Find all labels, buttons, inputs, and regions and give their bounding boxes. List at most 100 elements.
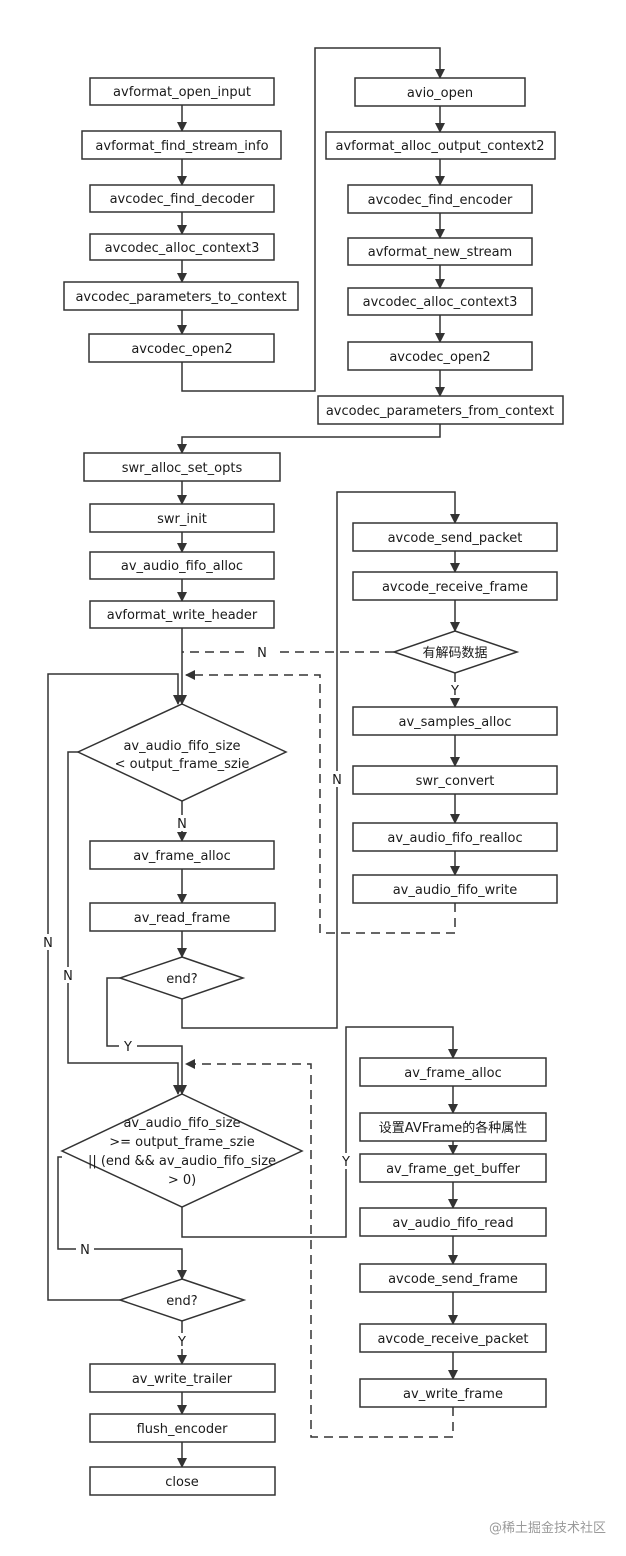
node-set-avframe-props: 设置AVFrame的各种属性: [359, 1112, 547, 1142]
node-av-frame-get-buffer: av_frame_get_buffer: [359, 1153, 547, 1183]
svg-text:> 0): > 0): [168, 1173, 196, 1188]
node-avformat-new-stream: avformat_new_stream: [347, 237, 533, 266]
node-avcode-receive-frame: avcode_receive_frame: [352, 571, 558, 601]
edge-label-fifo1-no: N: [177, 817, 187, 832]
decision-has-decoded-data: 有解码数据: [391, 630, 520, 674]
node-av-read-frame: av_read_frame: [89, 902, 276, 932]
edge-write-frame-loop-back: [185, 1059, 454, 1438]
svg-text:avformat_open_input: avformat_open_input: [113, 85, 251, 100]
svg-text:end?: end?: [166, 972, 197, 987]
node-avcode-receive-packet: avcode_receive_packet: [359, 1323, 547, 1353]
node-av-frame-alloc-read: av_frame_alloc: [89, 840, 275, 870]
edge-label-loop-outer-no: N: [43, 936, 53, 951]
svg-text:close: close: [165, 1475, 198, 1490]
edge-label-header-no-data: N: [257, 646, 267, 661]
svg-text:avcode_send_frame: avcode_send_frame: [388, 1272, 518, 1287]
decision-end-check-2: end?: [117, 1278, 247, 1322]
svg-text:avcodec_find_encoder: avcodec_find_encoder: [368, 193, 513, 208]
svg-text:avcode_receive_packet: avcode_receive_packet: [377, 1332, 528, 1347]
svg-text:avformat_new_stream: avformat_new_stream: [368, 245, 512, 260]
node-avcode-send-frame: avcode_send_frame: [359, 1263, 547, 1293]
node-swr-alloc-set-opts: swr_alloc_set_opts: [83, 452, 281, 482]
edge-label-fifo2-yes: Y: [341, 1155, 350, 1170]
svg-text:avformat_write_header: avformat_write_header: [107, 608, 258, 623]
svg-text:|| (end && av_audio_fifo_size: || (end && av_audio_fifo_size: [88, 1154, 276, 1169]
svg-text:avcodec_find_decoder: avcodec_find_decoder: [110, 192, 255, 207]
svg-text:avcode_send_packet: avcode_send_packet: [388, 531, 523, 546]
node-swr-convert: swr_convert: [352, 765, 558, 795]
node-av-audio-fifo-realloc: av_audio_fifo_realloc: [352, 822, 558, 852]
svg-text:avcodec_alloc_context3: avcodec_alloc_context3: [105, 241, 260, 256]
svg-text:av_frame_get_buffer: av_frame_get_buffer: [386, 1162, 521, 1177]
node-avcodec-parameters-to-context: avcodec_parameters_to_context: [63, 281, 299, 311]
watermark: @稀土掘金技术社区: [489, 1520, 606, 1536]
node-av-write-trailer: av_write_trailer: [89, 1363, 276, 1393]
decision-end-check-1: end?: [117, 956, 246, 1000]
edge-params-from-context-to-swr-alloc: [177, 424, 441, 454]
svg-text:avcodec_open2: avcodec_open2: [389, 350, 490, 365]
svg-text:< output_frame_szie: < output_frame_szie: [115, 757, 250, 772]
node-avformat-write-header: avformat_write_header: [89, 600, 275, 629]
svg-text:avformat_find_stream_info: avformat_find_stream_info: [95, 139, 268, 154]
node-av-audio-fifo-read: av_audio_fifo_read: [359, 1207, 547, 1237]
node-avcodec-open2-enc: avcodec_open2: [347, 341, 533, 371]
node-avformat-open-input: avformat_open_input: [89, 77, 275, 106]
node-av-samples-alloc: av_samples_alloc: [352, 706, 558, 736]
svg-text:avcodec_open2: avcodec_open2: [131, 342, 232, 357]
edge-end-check-yes-to-fifo-check-2: [106, 977, 187, 1095]
node-avformat-find-stream-info: avformat_find_stream_info: [81, 130, 282, 160]
node-avcodec-find-decoder: avcodec_find_decoder: [89, 184, 275, 213]
svg-text:av_write_frame: av_write_frame: [403, 1387, 503, 1402]
decision-fifo-size-check: av_audio_fifo_size < output_frame_szie: [76, 703, 288, 802]
edge-decoder-open2-to-avio-open: [181, 47, 445, 392]
node-av-audio-fifo-alloc: av_audio_fifo_alloc: [89, 551, 275, 580]
edge-label-end1-yes: Y: [123, 1040, 132, 1055]
node-flush-encoder: flush_encoder: [89, 1413, 276, 1443]
svg-text:swr_init: swr_init: [157, 512, 207, 527]
node-avformat-alloc-output-context2: avformat_alloc_output_context2: [325, 131, 556, 160]
svg-text:end?: end?: [166, 1294, 197, 1309]
node-av-write-frame: av_write_frame: [359, 1378, 547, 1408]
svg-text:av_samples_alloc: av_samples_alloc: [399, 715, 512, 730]
svg-text:av_frame_alloc: av_frame_alloc: [404, 1066, 502, 1081]
svg-text:av_audio_fifo_write: av_audio_fifo_write: [393, 883, 518, 898]
svg-text:avcode_receive_frame: avcode_receive_frame: [382, 580, 528, 595]
svg-text:avio_open: avio_open: [407, 86, 473, 101]
node-avcodec-open2-dec: avcodec_open2: [88, 333, 275, 363]
svg-text:avcodec_parameters_to_context: avcodec_parameters_to_context: [75, 290, 286, 305]
svg-text:>= output_frame_szie: >= output_frame_szie: [109, 1135, 255, 1150]
svg-text:av_frame_alloc: av_frame_alloc: [133, 849, 231, 864]
node-swr-init: swr_init: [89, 503, 275, 533]
svg-text:swr_alloc_set_opts: swr_alloc_set_opts: [122, 461, 243, 476]
edge-fifo-check-2-no-to-end-check-2: [57, 1156, 187, 1280]
node-avcode-send-packet: avcode_send_packet: [352, 522, 558, 552]
svg-text:av_audio_fifo_size: av_audio_fifo_size: [123, 739, 240, 754]
connector-lines: [47, 47, 460, 1468]
edge-end-check-2-no-to-outer-loop: [47, 673, 183, 1301]
edge-end-check-no-to-send-packet: [181, 491, 460, 1029]
svg-text:swr_convert: swr_convert: [416, 774, 495, 789]
edge-fifo-check-2-yes-to-frame-alloc: [181, 1026, 458, 1238]
svg-text:av_write_trailer: av_write_trailer: [132, 1372, 233, 1387]
edge-label-decoded-yes: Y: [450, 684, 459, 699]
dashed-connector-lines: [182, 651, 456, 1438]
svg-text:flush_encoder: flush_encoder: [137, 1422, 229, 1437]
svg-text:设置AVFrame的各种属性: 设置AVFrame的各种属性: [379, 1120, 527, 1136]
svg-text:avformat_alloc_output_context2: avformat_alloc_output_context2: [336, 139, 545, 154]
node-avcodec-find-encoder: avcodec_find_encoder: [347, 184, 533, 214]
node-avcodec-parameters-from-context: avcodec_parameters_from_context: [317, 395, 564, 425]
edge-fifo-write-loop-back: [185, 670, 456, 934]
edge-label-fifo2-no-side: N: [63, 969, 73, 984]
node-av-frame-alloc-enc: av_frame_alloc: [359, 1057, 547, 1087]
svg-text:avcodec_alloc_context3: avcodec_alloc_context3: [363, 295, 518, 310]
node-avio-open: avio_open: [354, 77, 526, 107]
node-close: close: [89, 1466, 276, 1496]
edge-label-receive-frame-no: N: [332, 773, 342, 788]
svg-text:av_audio_fifo_realloc: av_audio_fifo_realloc: [387, 831, 522, 846]
node-av-audio-fifo-write: av_audio_fifo_write: [352, 874, 558, 904]
edge-label-end2-yes: Y: [177, 1335, 186, 1350]
node-avcodec-alloc-context3-enc: avcodec_alloc_context3: [347, 287, 533, 316]
node-avcodec-alloc-context3-dec: avcodec_alloc_context3: [89, 233, 275, 261]
svg-text:avcodec_parameters_from_contex: avcodec_parameters_from_context: [326, 404, 554, 419]
